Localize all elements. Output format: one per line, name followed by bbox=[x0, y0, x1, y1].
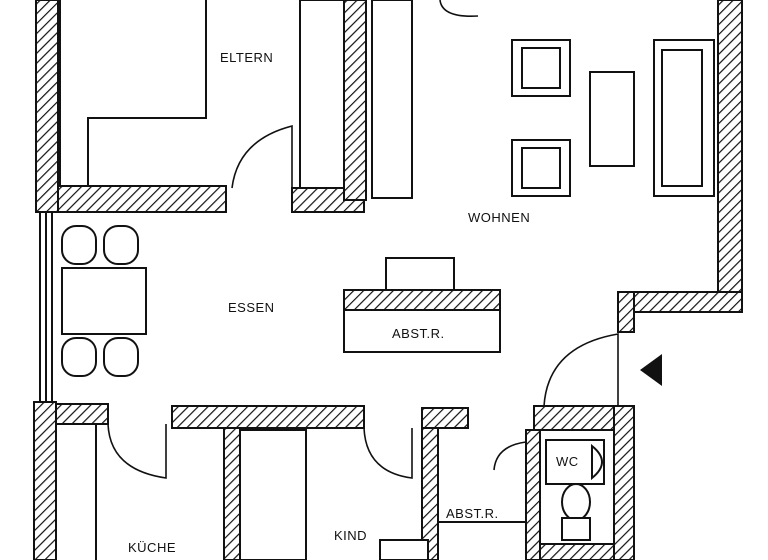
room-label-kueche: KÜCHE bbox=[128, 540, 176, 555]
wc-bottom-wall bbox=[539, 543, 615, 560]
abstr-cabinet bbox=[343, 309, 501, 353]
dining-chair bbox=[61, 337, 97, 377]
essen-area: ESSEN bbox=[61, 225, 275, 377]
wohnen-room: WOHNEN bbox=[371, 0, 715, 225]
left-wall-upper bbox=[35, 0, 59, 213]
room-label-kind: KIND bbox=[334, 528, 367, 543]
eltern-wohnen-wall bbox=[343, 0, 367, 201]
wc-right-wall bbox=[613, 405, 635, 560]
room-label-abstr-main: ABST.R. bbox=[392, 326, 445, 341]
right-step-wall bbox=[617, 291, 743, 313]
abstr-main: ABST.R. bbox=[343, 257, 501, 353]
coffee-table bbox=[589, 71, 635, 167]
left-wall-lower bbox=[33, 401, 57, 560]
right-step-wall-vertical bbox=[617, 291, 635, 333]
abstr-small-door bbox=[493, 441, 527, 471]
eltern-door bbox=[231, 124, 293, 189]
room-label-abstr-small: ABST.R. bbox=[446, 506, 499, 521]
room-label-wohnen: WOHNEN bbox=[468, 210, 530, 225]
right-wall-upper bbox=[717, 0, 743, 311]
bed bbox=[87, 0, 207, 186]
wc-room: WC bbox=[545, 439, 605, 541]
abstr-small-top-wall bbox=[421, 407, 469, 429]
eltern-bottom-wall bbox=[57, 185, 227, 213]
walls bbox=[33, 0, 743, 560]
kind-top-wall bbox=[171, 405, 365, 429]
windows bbox=[39, 212, 53, 402]
abstr-top-box bbox=[385, 257, 455, 291]
sink-icon bbox=[591, 443, 603, 481]
kind-room: KIND bbox=[239, 427, 429, 560]
wc-left-wall bbox=[525, 429, 541, 560]
wardrobe bbox=[299, 0, 345, 189]
shelf bbox=[371, 0, 413, 199]
abstr-small-left-wall bbox=[421, 427, 439, 560]
kueche-door bbox=[107, 423, 167, 479]
entrance-door bbox=[543, 333, 619, 407]
dining-chair bbox=[61, 225, 97, 265]
room-label-eltern: ELTERN bbox=[220, 50, 273, 65]
entrance-arrow-icon bbox=[640, 354, 662, 386]
room-label-wc: WC bbox=[556, 454, 579, 469]
wohnen-door bbox=[439, 0, 479, 17]
toilet-icon bbox=[561, 483, 591, 521]
abstr-main-top bbox=[343, 289, 501, 311]
kueche-kind-wall bbox=[223, 427, 241, 560]
kind-door bbox=[363, 427, 413, 479]
dining-table bbox=[61, 267, 147, 335]
entrance bbox=[543, 333, 662, 407]
dining-chair bbox=[103, 225, 139, 265]
abstr-small: ABST.R. bbox=[438, 441, 527, 523]
room-label-essen: ESSEN bbox=[228, 300, 275, 315]
kueche-room: KÜCHE bbox=[95, 423, 176, 560]
dining-chair bbox=[103, 337, 139, 377]
eltern-room: ELTERN bbox=[59, 0, 345, 189]
kind-wardrobe bbox=[239, 429, 307, 560]
kitchen-top-wall bbox=[55, 403, 109, 425]
